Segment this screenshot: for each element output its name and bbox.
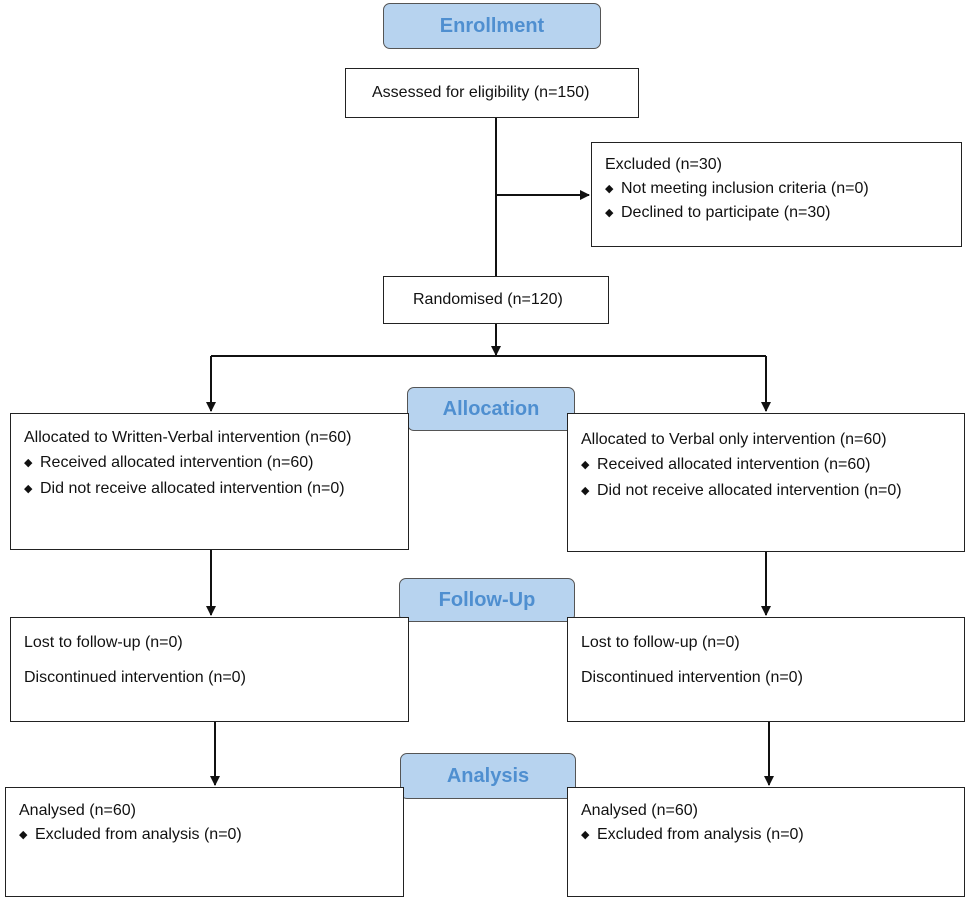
- followup-right-box: Lost to follow-up (n=0) Discontinued int…: [567, 617, 965, 722]
- allocation-right-item: ◆Did not receive allocated intervention …: [581, 482, 902, 499]
- randomised-text: Randomised (n=120): [413, 291, 563, 308]
- allocation-left-item: ◆Did not receive allocated intervention …: [24, 480, 345, 497]
- allocation-stage-label: Allocation: [407, 387, 575, 431]
- analysis-right-title: Analysed (n=60): [581, 802, 698, 819]
- assessed-box: Assessed for eligibility (n=150): [345, 68, 639, 118]
- followup-right-lost: Lost to follow-up (n=0): [581, 634, 740, 651]
- enrollment-stage-label: Enrollment: [383, 3, 601, 49]
- allocation-left-box: Allocated to Written-Verbal intervention…: [10, 413, 409, 550]
- followup-left-lost: Lost to follow-up (n=0): [24, 634, 183, 651]
- randomised-box: Randomised (n=120): [383, 276, 609, 324]
- excluded-title: Excluded (n=30): [605, 156, 722, 173]
- analysis-right-item: ◆Excluded from analysis (n=0): [581, 826, 804, 843]
- allocation-left-item: ◆Received allocated intervention (n=60): [24, 454, 314, 471]
- excluded-item: ◆Not meeting inclusion criteria (n=0): [605, 180, 869, 197]
- assessed-text: Assessed for eligibility (n=150): [372, 84, 590, 101]
- analysis-stage-label: Analysis: [400, 753, 576, 799]
- allocation-right-item: ◆Received allocated intervention (n=60): [581, 456, 871, 473]
- bullet-icon: ◆: [24, 457, 33, 469]
- allocation-left-title: Allocated to Written-Verbal intervention…: [24, 429, 352, 446]
- analysis-left-title: Analysed (n=60): [19, 802, 136, 819]
- allocation-right-box: Allocated to Verbal only intervention (n…: [567, 413, 965, 552]
- analysis-left-item: ◆Excluded from analysis (n=0): [19, 826, 242, 843]
- bullet-icon: ◆: [581, 459, 590, 471]
- bullet-icon: ◆: [581, 485, 590, 497]
- followup-left-box: Lost to follow-up (n=0) Discontinued int…: [10, 617, 409, 722]
- bullet-icon: ◆: [24, 483, 33, 495]
- bullet-icon: ◆: [605, 207, 614, 219]
- analysis-left-box: Analysed (n=60) ◆Excluded from analysis …: [5, 787, 404, 897]
- allocation-right-title: Allocated to Verbal only intervention (n…: [581, 431, 887, 448]
- followup-stage-label: Follow-Up: [399, 578, 575, 622]
- bullet-icon: ◆: [581, 829, 590, 841]
- followup-right-discontinued: Discontinued intervention (n=0): [581, 669, 803, 686]
- excluded-item: ◆Declined to participate (n=30): [605, 204, 831, 221]
- bullet-icon: ◆: [19, 829, 28, 841]
- excluded-box: Excluded (n=30) ◆Not meeting inclusion c…: [591, 142, 962, 247]
- bullet-icon: ◆: [605, 183, 614, 195]
- followup-left-discontinued: Discontinued intervention (n=0): [24, 669, 246, 686]
- analysis-right-box: Analysed (n=60) ◆Excluded from analysis …: [567, 787, 965, 897]
